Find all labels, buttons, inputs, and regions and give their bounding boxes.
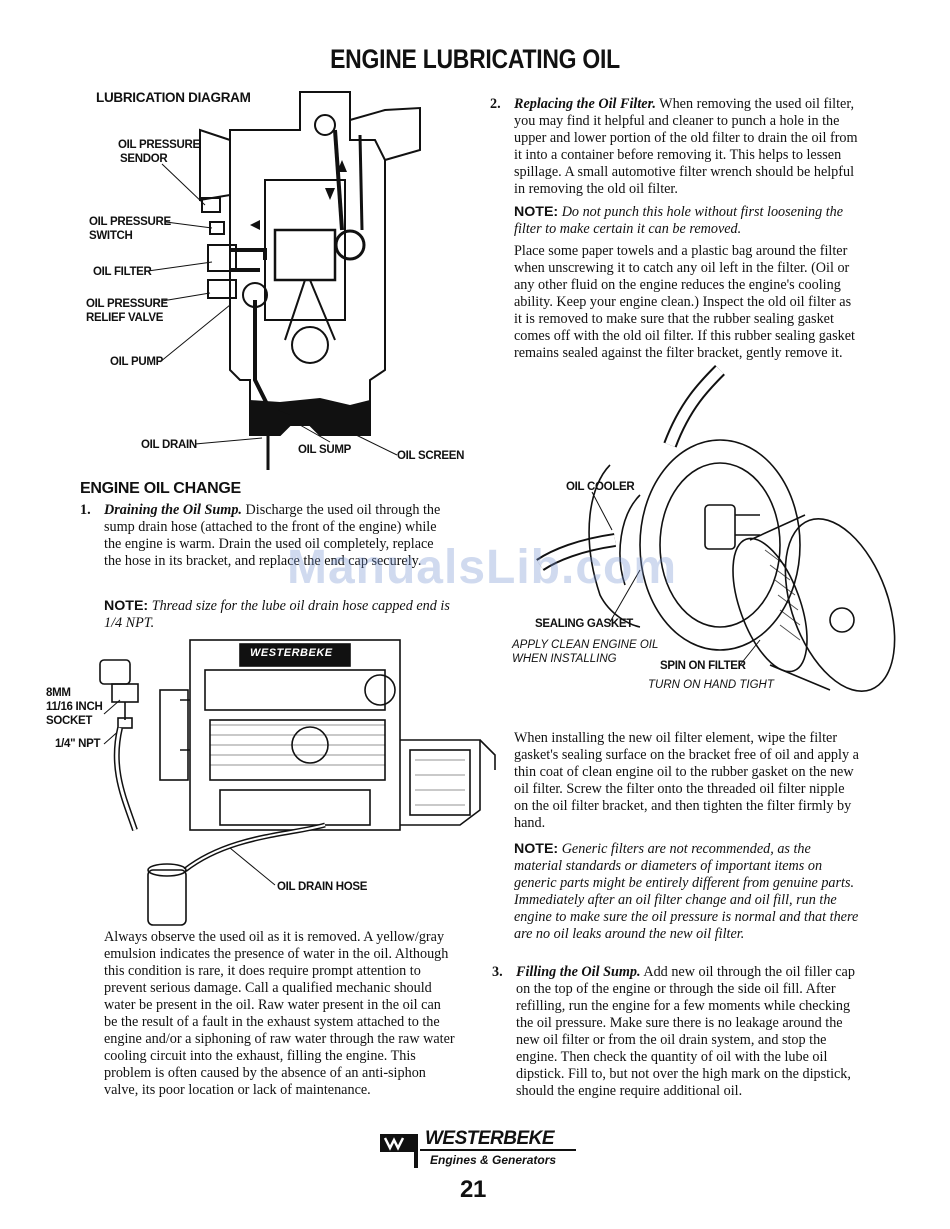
label-line: 8MM xyxy=(46,687,71,699)
lubrication-diagram-heading: LUBRICATION DIAGRAM xyxy=(96,90,251,105)
step-3-text: Add new oil through the oil filler cap o… xyxy=(516,964,855,1099)
note-3: NOTE: Generic filters are not recommende… xyxy=(514,841,862,943)
step-2-number: 2. xyxy=(490,96,501,112)
label-oil-pump: OIL PUMP xyxy=(110,356,163,368)
label-line: SWITCH xyxy=(89,230,133,242)
install-paragraph: When installing the new oil filter eleme… xyxy=(514,730,859,831)
label-line: OIL PRESSURE xyxy=(89,216,171,228)
step-2-text: When removing the used oil filter, you m… xyxy=(514,96,858,197)
label-oil-drain: OIL DRAIN xyxy=(141,439,197,451)
step-3-title: Filling the Oil Sump. xyxy=(516,964,641,980)
label-turn-on-hand-tight: TURN ON HAND TIGHT xyxy=(648,679,774,691)
note-1-label: NOTE: xyxy=(104,598,149,614)
page-number: 21 xyxy=(459,1176,487,1203)
engine-drain-illustration xyxy=(99,639,496,926)
westerbeke-logo-mark xyxy=(380,1134,418,1168)
label-line: APPLY CLEAN ENGINE OIL xyxy=(512,639,659,651)
watermark: ManualsLib.com xyxy=(286,541,678,594)
oil-filter-illustration xyxy=(536,365,896,692)
engine-brand-plate: WESTERBEKE xyxy=(250,647,333,659)
note-3-text: Generic filters are not recommended, as … xyxy=(514,841,859,942)
footer-tagline: Engines & Generators xyxy=(430,1153,557,1167)
note-2-text: Do not punch this hole without first loo… xyxy=(514,204,844,237)
label-line: OIL PRESSURE xyxy=(86,298,168,310)
step-1-title: Draining the Oil Sump. xyxy=(104,502,242,518)
label-oil-screen: OIL SCREEN xyxy=(397,450,465,462)
note-3-label: NOTE: xyxy=(514,841,559,857)
oil-change-heading: ENGINE OIL CHANGE xyxy=(80,480,241,497)
lubrication-diagram xyxy=(199,91,421,470)
label-oil-drain-hose: OIL DRAIN HOSE xyxy=(277,881,368,893)
label-oil-filter: OIL FILTER xyxy=(93,266,152,278)
label-apply-clean-oil: APPLY CLEAN ENGINE OIL WHEN INSTALLING xyxy=(512,638,658,666)
step-3-paragraph: 3. Filling the Oil Sump. Add new oil thr… xyxy=(492,964,864,1100)
step-2-paragraph: 2. Replacing the Oil Filter. When removi… xyxy=(490,96,862,198)
label-spin-on-filter: SPIN ON FILTER xyxy=(660,660,746,672)
note-1-text: Thread size for the lube oil drain hose … xyxy=(104,598,450,631)
observe-paragraph: Always observe the used oil as it is rem… xyxy=(104,929,455,1098)
note-2-label: NOTE: xyxy=(514,204,559,220)
label-oil-pressure-switch: OIL PRESSURE SWITCH xyxy=(89,215,171,243)
label-oil-sump: OIL SUMP xyxy=(298,444,351,456)
label-relief-valve: OIL PRESSURE RELIEF VALVE xyxy=(86,297,168,325)
label-sealing-gasket: SEALING GASKET xyxy=(535,618,634,630)
label-oil-cooler: OIL COOLER xyxy=(566,481,635,493)
note-2: NOTE: Do not punch this hole without fir… xyxy=(514,204,862,238)
label-line: 11/16 INCH xyxy=(46,701,103,713)
step-1-number: 1. xyxy=(80,502,91,518)
step-3-number: 3. xyxy=(492,964,503,980)
footer-brand: WESTERBEKE xyxy=(425,1128,555,1149)
footer-rule xyxy=(420,1149,576,1151)
label-line: SOCKET xyxy=(46,715,93,727)
label-oil-pressure-sendor: OIL PRESSURE SENDOR xyxy=(118,138,200,166)
note-1: NOTE: Thread size for the lube oil drain… xyxy=(104,598,456,632)
label-line: SENDOR xyxy=(120,153,168,165)
step-2-title: Replacing the Oil Filter. xyxy=(514,96,656,112)
label-npt: 1/4" NPT xyxy=(55,738,101,750)
label-line: RELIEF VALVE xyxy=(86,312,164,324)
label-line: OIL PRESSURE xyxy=(118,139,200,151)
page-title: ENGINE LUBRICATING OIL xyxy=(330,44,620,74)
label-line: WHEN INSTALLING xyxy=(512,653,617,665)
label-socket: 8MM 11/16 INCH SOCKET xyxy=(46,686,103,728)
towels-paragraph: Place some paper towels and a plastic ba… xyxy=(514,243,855,361)
step-1-paragraph: 1. Draining the Oil Sump. Discharge the … xyxy=(80,502,450,570)
step-1-text: Discharge the used oil through the sump … xyxy=(104,502,441,569)
